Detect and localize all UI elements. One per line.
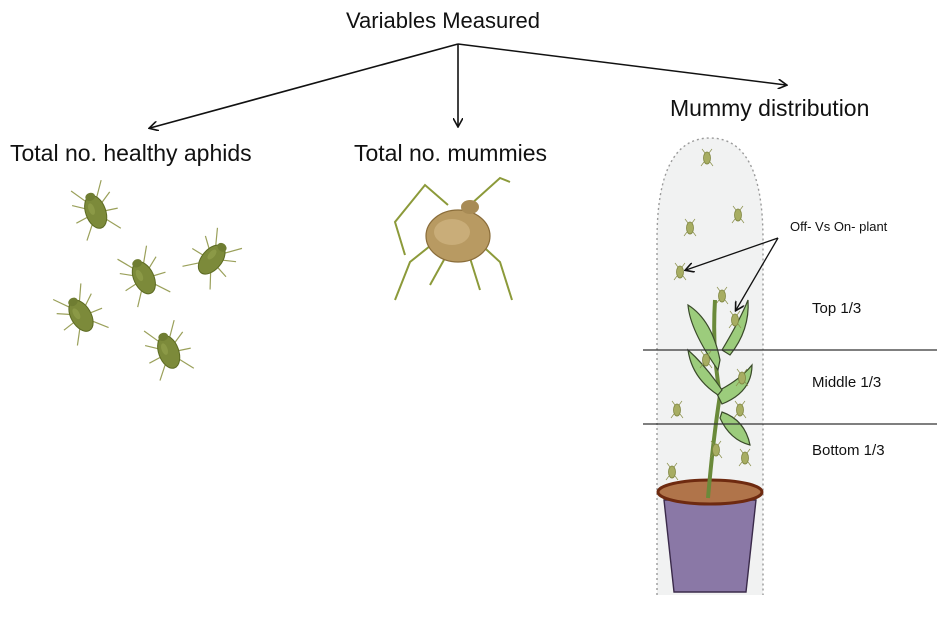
pot-body xyxy=(664,500,756,592)
aphid-4 xyxy=(48,280,112,347)
aphid-3 xyxy=(112,243,174,309)
label-off-vs-on-plant: Off- Vs On- plant xyxy=(790,220,887,233)
label-zone-bottom: Bottom 1/3 xyxy=(812,443,885,458)
label-mummies: Total no. mummies xyxy=(354,142,547,165)
label-zone-middle: Middle 1/3 xyxy=(812,375,881,390)
mummy-illustration xyxy=(395,178,512,300)
label-healthy-aphids: Total no. healthy aphids xyxy=(10,142,252,165)
label-mummy-distribution: Mummy distribution xyxy=(670,97,869,120)
aphid-5 xyxy=(138,318,197,382)
label-zone-top: Top 1/3 xyxy=(812,301,861,316)
diagram-title: Variables Measured xyxy=(346,10,540,32)
mummy-distribution-illustration xyxy=(643,138,937,595)
arrow-to-distribution xyxy=(458,44,786,85)
arrow-to-healthy xyxy=(150,44,458,128)
aphid-2 xyxy=(179,224,246,292)
healthy-aphids-illustration xyxy=(48,178,247,382)
aphid-1 xyxy=(65,178,124,242)
